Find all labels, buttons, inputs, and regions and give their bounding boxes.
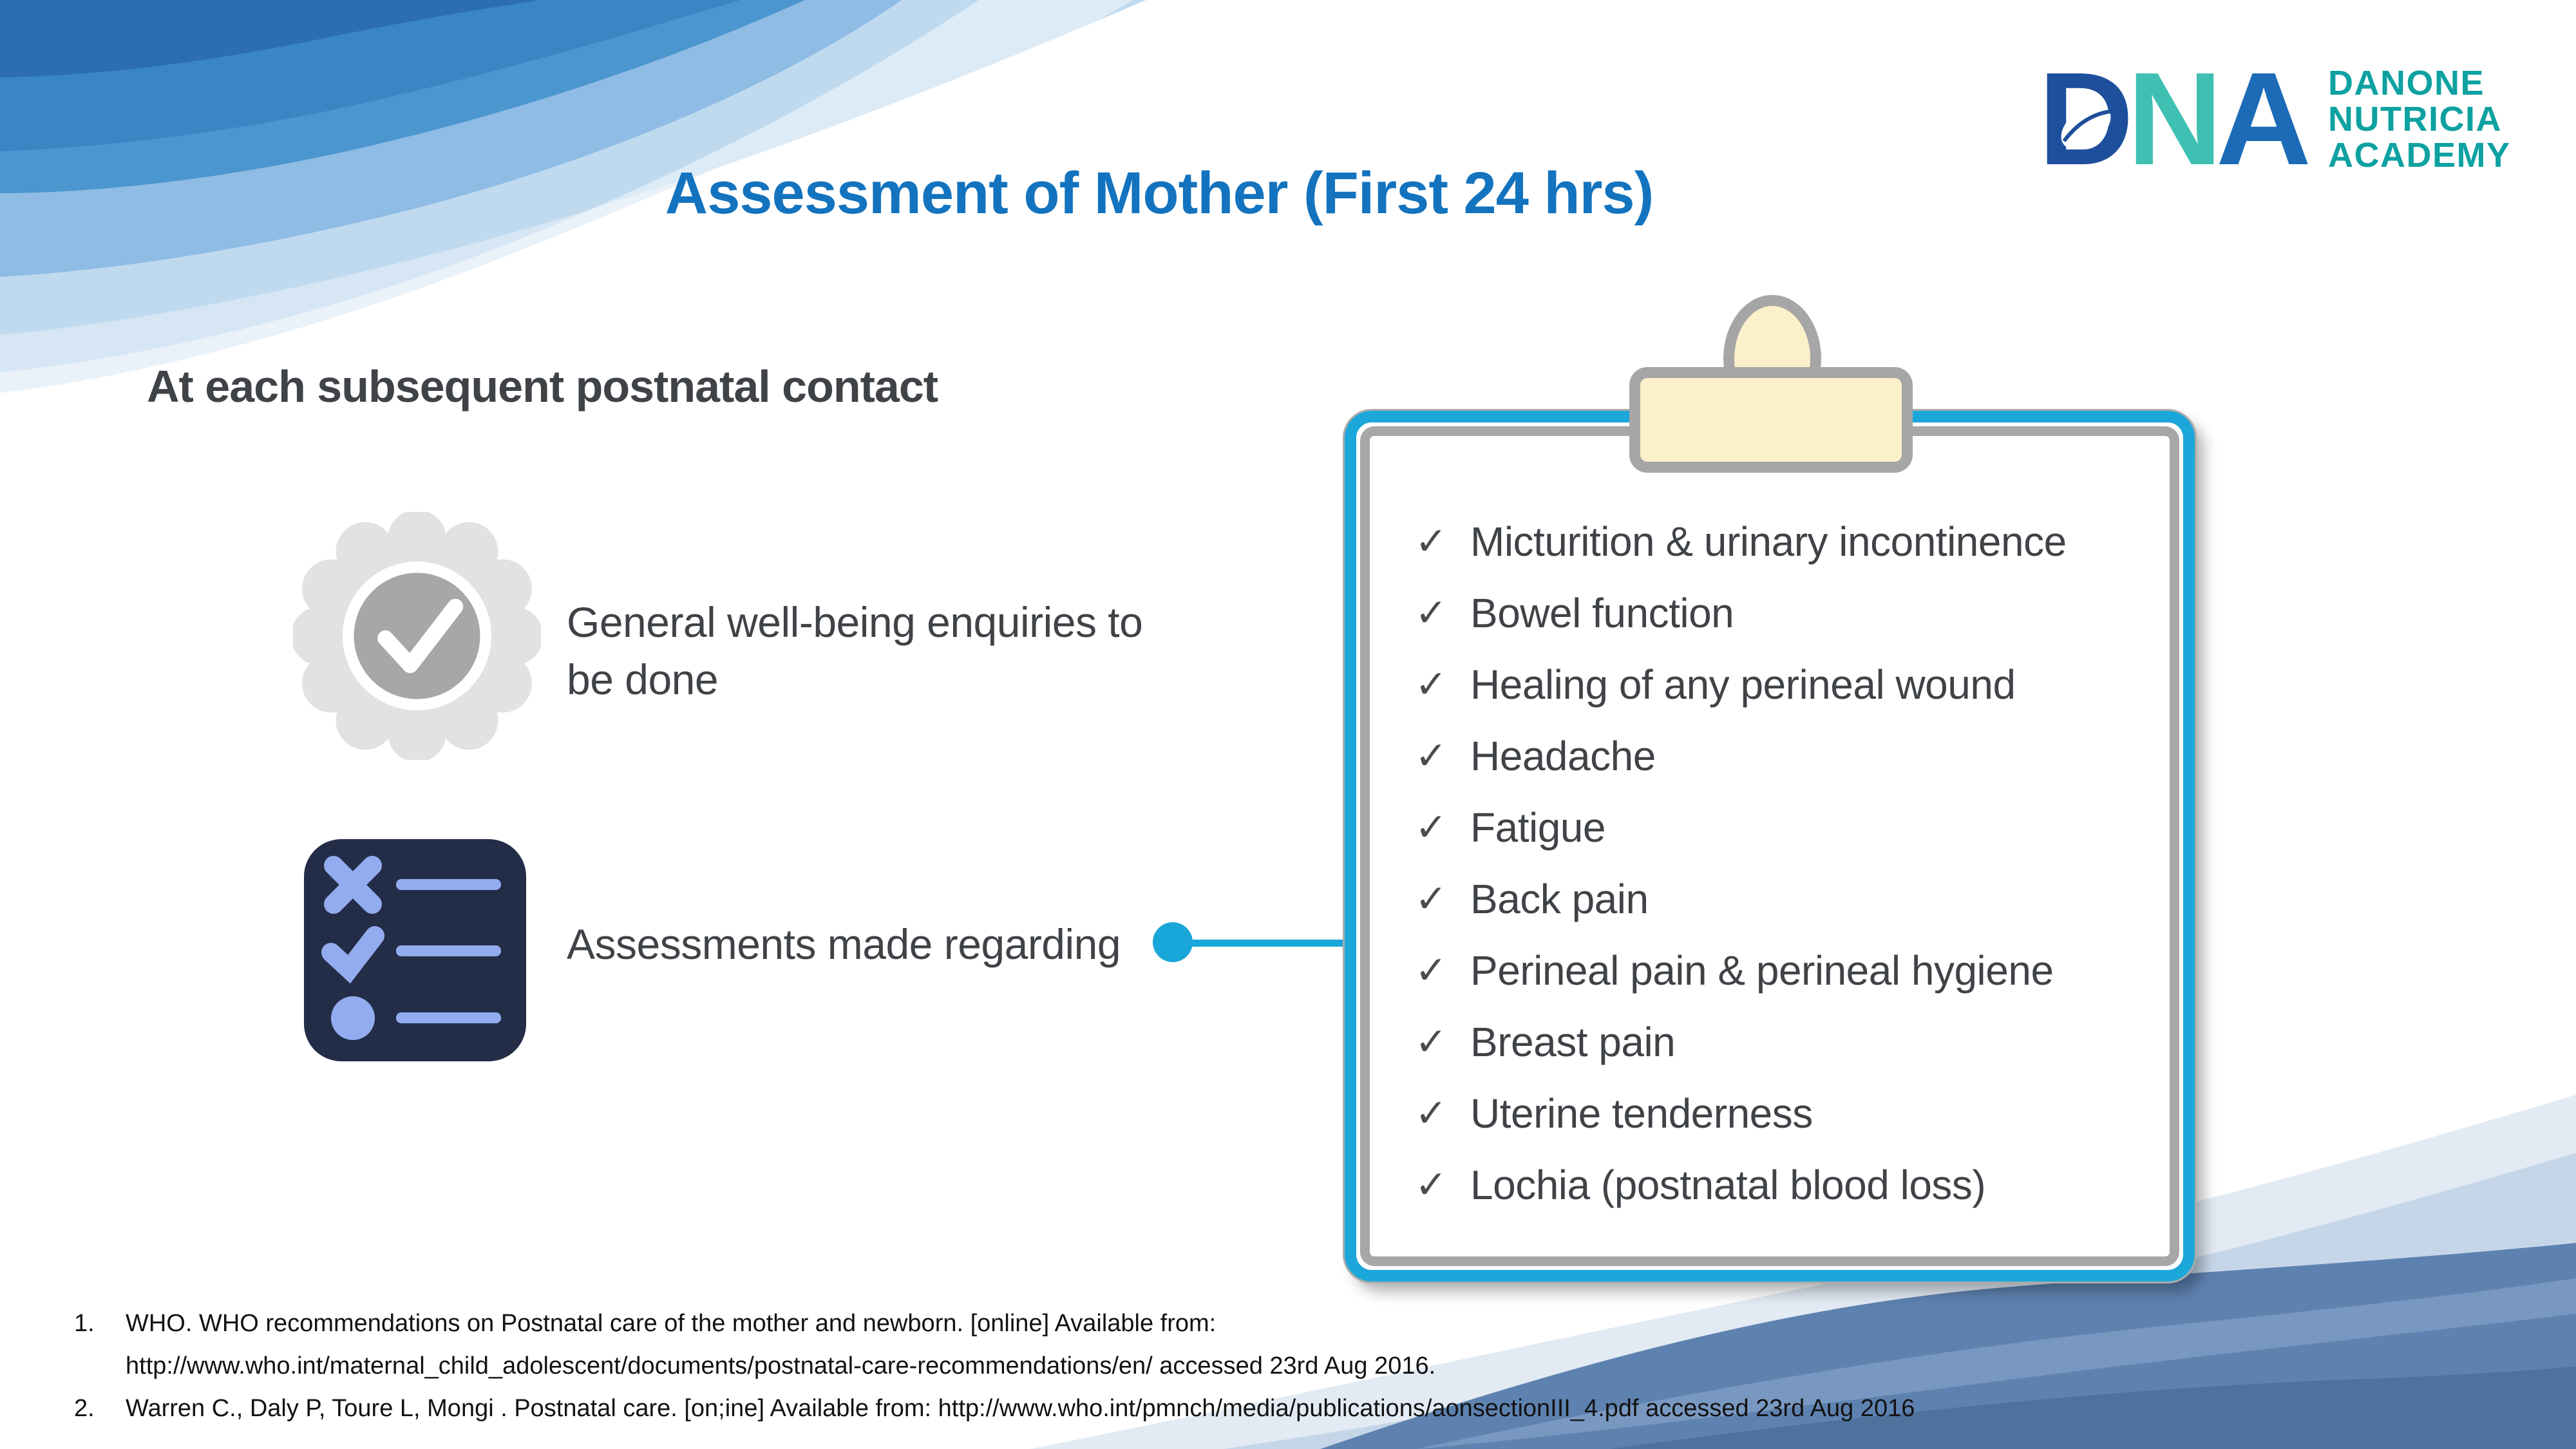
reference-number: 1. (74, 1310, 95, 1337)
check-icon (1415, 1162, 1470, 1208)
dna-logo: D N A DANONE NUTRICIA ACADEMY (2038, 55, 2511, 174)
list-item: Back pain (1415, 863, 2144, 934)
list-item-label: Breast pain (1470, 1018, 1676, 1065)
check-icon (1415, 1019, 1470, 1065)
list-item: Bowel function (1415, 577, 2144, 649)
check-icon (1415, 876, 1470, 922)
reference-text: Warren C., Daly P, Toure L, Mongi . Post… (126, 1395, 1915, 1422)
checklist-icon (304, 839, 526, 1061)
clipboard-paper: Micturition & urinary incontinence Bowel… (1360, 426, 2179, 1266)
page-title: Assessment of Mother (First 24 hrs) (665, 160, 1654, 226)
leaf-icon (2061, 104, 2111, 149)
list-item-label: Bowel function (1470, 589, 1734, 636)
list-item: Healing of any perineal wound (1415, 649, 2144, 720)
list-item: Headache (1415, 720, 2144, 791)
clipboard: Micturition & urinary incontinence Bowel… (1345, 411, 2195, 1282)
logo-letter-a: A (2216, 55, 2311, 174)
check-icon (1415, 948, 1470, 993)
list-item-label: Fatigue (1470, 804, 1605, 851)
bottom-right-wave-decoration (1030, 1095, 2576, 1449)
slide-subtitle: At each subsequent postnatal contact (147, 361, 938, 412)
connector-dot-icon (1153, 922, 1193, 962)
list-item-label: Back pain (1470, 875, 1649, 922)
list-item: Uterine tenderness (1415, 1077, 2144, 1149)
reference-item: 2. Warren C., Daly P, Toure L, Mongi . P… (74, 1387, 2045, 1430)
connector-line (1173, 940, 1346, 947)
reference-number: 2. (74, 1395, 95, 1422)
list-item: Lochia (postnatal blood loss) (1415, 1149, 2144, 1220)
check-icon (1415, 1091, 1470, 1136)
list-item: Breast pain (1415, 1006, 2144, 1077)
reference-text: WHO. WHO recommendations on Postnatal ca… (126, 1310, 1436, 1379)
logo-org-line1: DANONE (2328, 64, 2485, 102)
check-icon (1415, 591, 1470, 636)
clipboard-checklist: Micturition & urinary incontinence Bowel… (1415, 506, 2144, 1220)
clipboard-clip (1629, 367, 1913, 473)
list-item: Micturition & urinary incontinence (1415, 506, 2144, 577)
reference-item: 1. WHO. WHO recommendations on Postnatal… (74, 1302, 2045, 1387)
logo-letter-n: N (2127, 55, 2222, 174)
wellbeing-label: General well-being enquiries to be done (567, 598, 1143, 704)
list-item-label: Micturition & urinary incontinence (1470, 518, 2067, 565)
check-icon (1415, 519, 1470, 564)
logo-org-line3: ACADEMY (2328, 136, 2511, 174)
list-item: Perineal pain & perineal hygiene (1415, 934, 2144, 1006)
assessments-label: Assessments made regarding (567, 920, 1121, 968)
top-left-wave-decoration (0, 0, 1146, 412)
list-item: Fatigue (1415, 791, 2144, 863)
list-item-label: Uterine tenderness (1470, 1090, 1813, 1137)
check-icon (1415, 662, 1470, 707)
ribbon-check-icon (293, 512, 541, 760)
logo-org-line2: NUTRICIA (2328, 100, 2502, 138)
list-item-label: Perineal pain & perineal hygiene (1470, 947, 2054, 994)
check-icon (1415, 734, 1470, 779)
list-item-label: Headache (1470, 732, 1656, 779)
list-item-label: Healing of any perineal wound (1470, 661, 2016, 708)
check-icon (1415, 805, 1470, 850)
references: 1. WHO. WHO recommendations on Postnatal… (74, 1302, 2045, 1430)
list-item-label: Lochia (postnatal blood loss) (1470, 1161, 1986, 1208)
